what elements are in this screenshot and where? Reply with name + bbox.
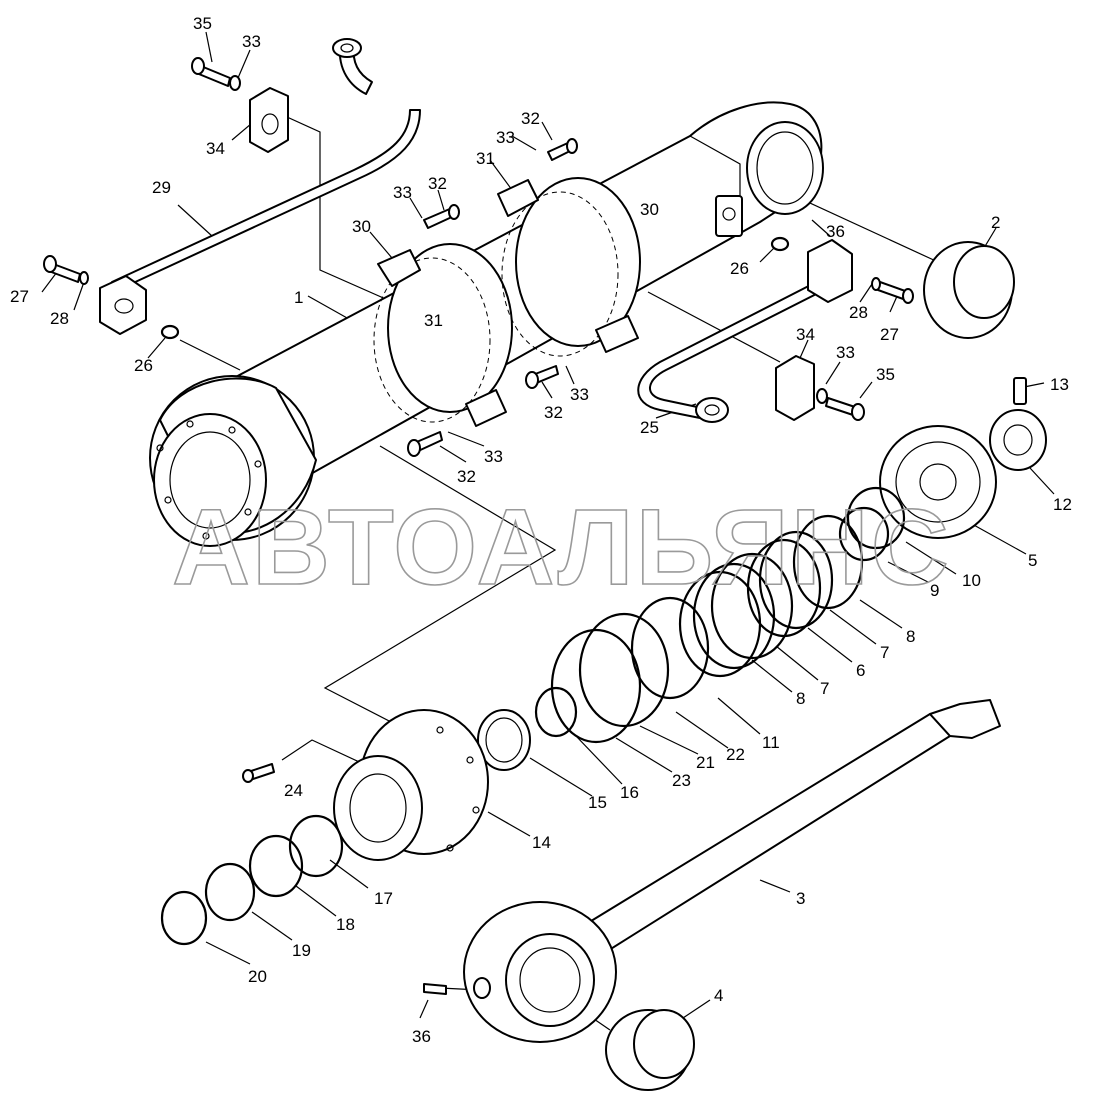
callout-21: 21 (696, 753, 715, 772)
callout-labels: 35 33 34 29 27 28 26 1 30 33 32 31 31 33… (10, 14, 1072, 1046)
callout-33: 33 (242, 32, 261, 51)
callout-8: 8 (906, 627, 915, 646)
callout-11: 11 (762, 733, 780, 752)
callout-33: 33 (484, 447, 503, 466)
bush-15 (477, 709, 531, 771)
bolt-32c (525, 365, 559, 389)
callout-29: 29 (152, 178, 171, 197)
callout-7: 7 (820, 679, 829, 698)
pipe-29 (111, 38, 421, 291)
callout-6: 6 (856, 661, 865, 680)
rod-seals (160, 814, 344, 946)
callout-28: 28 (849, 303, 868, 322)
callout-12: 12 (1053, 495, 1072, 514)
callout-35: 35 (876, 365, 895, 384)
callout-19: 19 (292, 941, 311, 960)
callout-33: 33 (393, 183, 412, 202)
callout-33: 33 (836, 343, 855, 362)
callout-36: 36 (412, 1027, 431, 1046)
callout-16: 16 (620, 783, 639, 802)
callout-32: 32 (457, 467, 476, 486)
callout-15: 15 (588, 793, 607, 812)
callout-13: 13 (1050, 375, 1069, 394)
seal-rings (534, 486, 906, 744)
bolt-32d (407, 431, 443, 457)
bolt-35a (191, 57, 241, 91)
callout-34: 34 (796, 325, 815, 344)
watermark-text: АВТОАЛЬЯНС (172, 486, 951, 607)
bolt-35b (816, 388, 865, 421)
callout-34: 34 (206, 139, 225, 158)
callout-10: 10 (962, 571, 981, 590)
flange-block-27 (99, 275, 147, 335)
callout-31: 31 (476, 149, 495, 168)
callout-33: 33 (496, 128, 515, 147)
callout-26: 26 (134, 356, 153, 375)
callout-33: 33 (570, 385, 589, 404)
bolt-32a (423, 204, 460, 229)
callout-9: 9 (930, 581, 939, 600)
callout-26: 26 (730, 259, 749, 278)
flange-block-25 (807, 239, 853, 303)
o-ring-26a (160, 324, 180, 340)
callout-24: 24 (284, 781, 303, 800)
callout-3: 3 (796, 889, 805, 908)
cylinder-head-14 (333, 709, 489, 861)
callout-32: 32 (428, 174, 447, 193)
bolt-27b (871, 277, 914, 304)
callout-32: 32 (521, 109, 540, 128)
nut-12 (989, 377, 1047, 471)
bushing-2 (923, 241, 1015, 339)
o-ring-26b (770, 236, 790, 252)
callout-17: 17 (374, 889, 393, 908)
callout-1: 1 (294, 288, 303, 307)
bolt-32b (547, 138, 578, 161)
callout-27: 27 (10, 287, 29, 306)
piston-5 (879, 425, 997, 539)
callout-4: 4 (714, 986, 723, 1005)
callout-25: 25 (640, 418, 659, 437)
clamp-34a (249, 87, 289, 153)
callout-8: 8 (796, 689, 805, 708)
bolt-27a (43, 255, 89, 285)
clamp-band-30a (373, 243, 513, 427)
callout-27: 27 (880, 325, 899, 344)
callout-35: 35 (193, 14, 212, 33)
callout-32: 32 (544, 403, 563, 422)
clamp-34b (775, 355, 815, 421)
bushing-4 (605, 1009, 695, 1091)
callout-23: 23 (672, 771, 691, 790)
callout-7: 7 (880, 643, 889, 662)
callout-36: 36 (826, 222, 845, 241)
callout-5: 5 (1028, 551, 1037, 570)
grease-fitting-36 (423, 983, 447, 995)
piston-rod-3 (463, 699, 1001, 1043)
callout-28: 28 (50, 309, 69, 328)
callout-20: 20 (248, 967, 267, 986)
screw-24 (242, 763, 275, 783)
callout-22: 22 (726, 745, 745, 764)
callout-2: 2 (991, 213, 1000, 232)
callout-30: 30 (640, 200, 659, 219)
callout-30: 30 (352, 217, 371, 236)
clamp-band-30b (497, 177, 641, 357)
callout-14: 14 (532, 833, 551, 852)
callout-18: 18 (336, 915, 355, 934)
callout-31: 31 (424, 311, 443, 330)
